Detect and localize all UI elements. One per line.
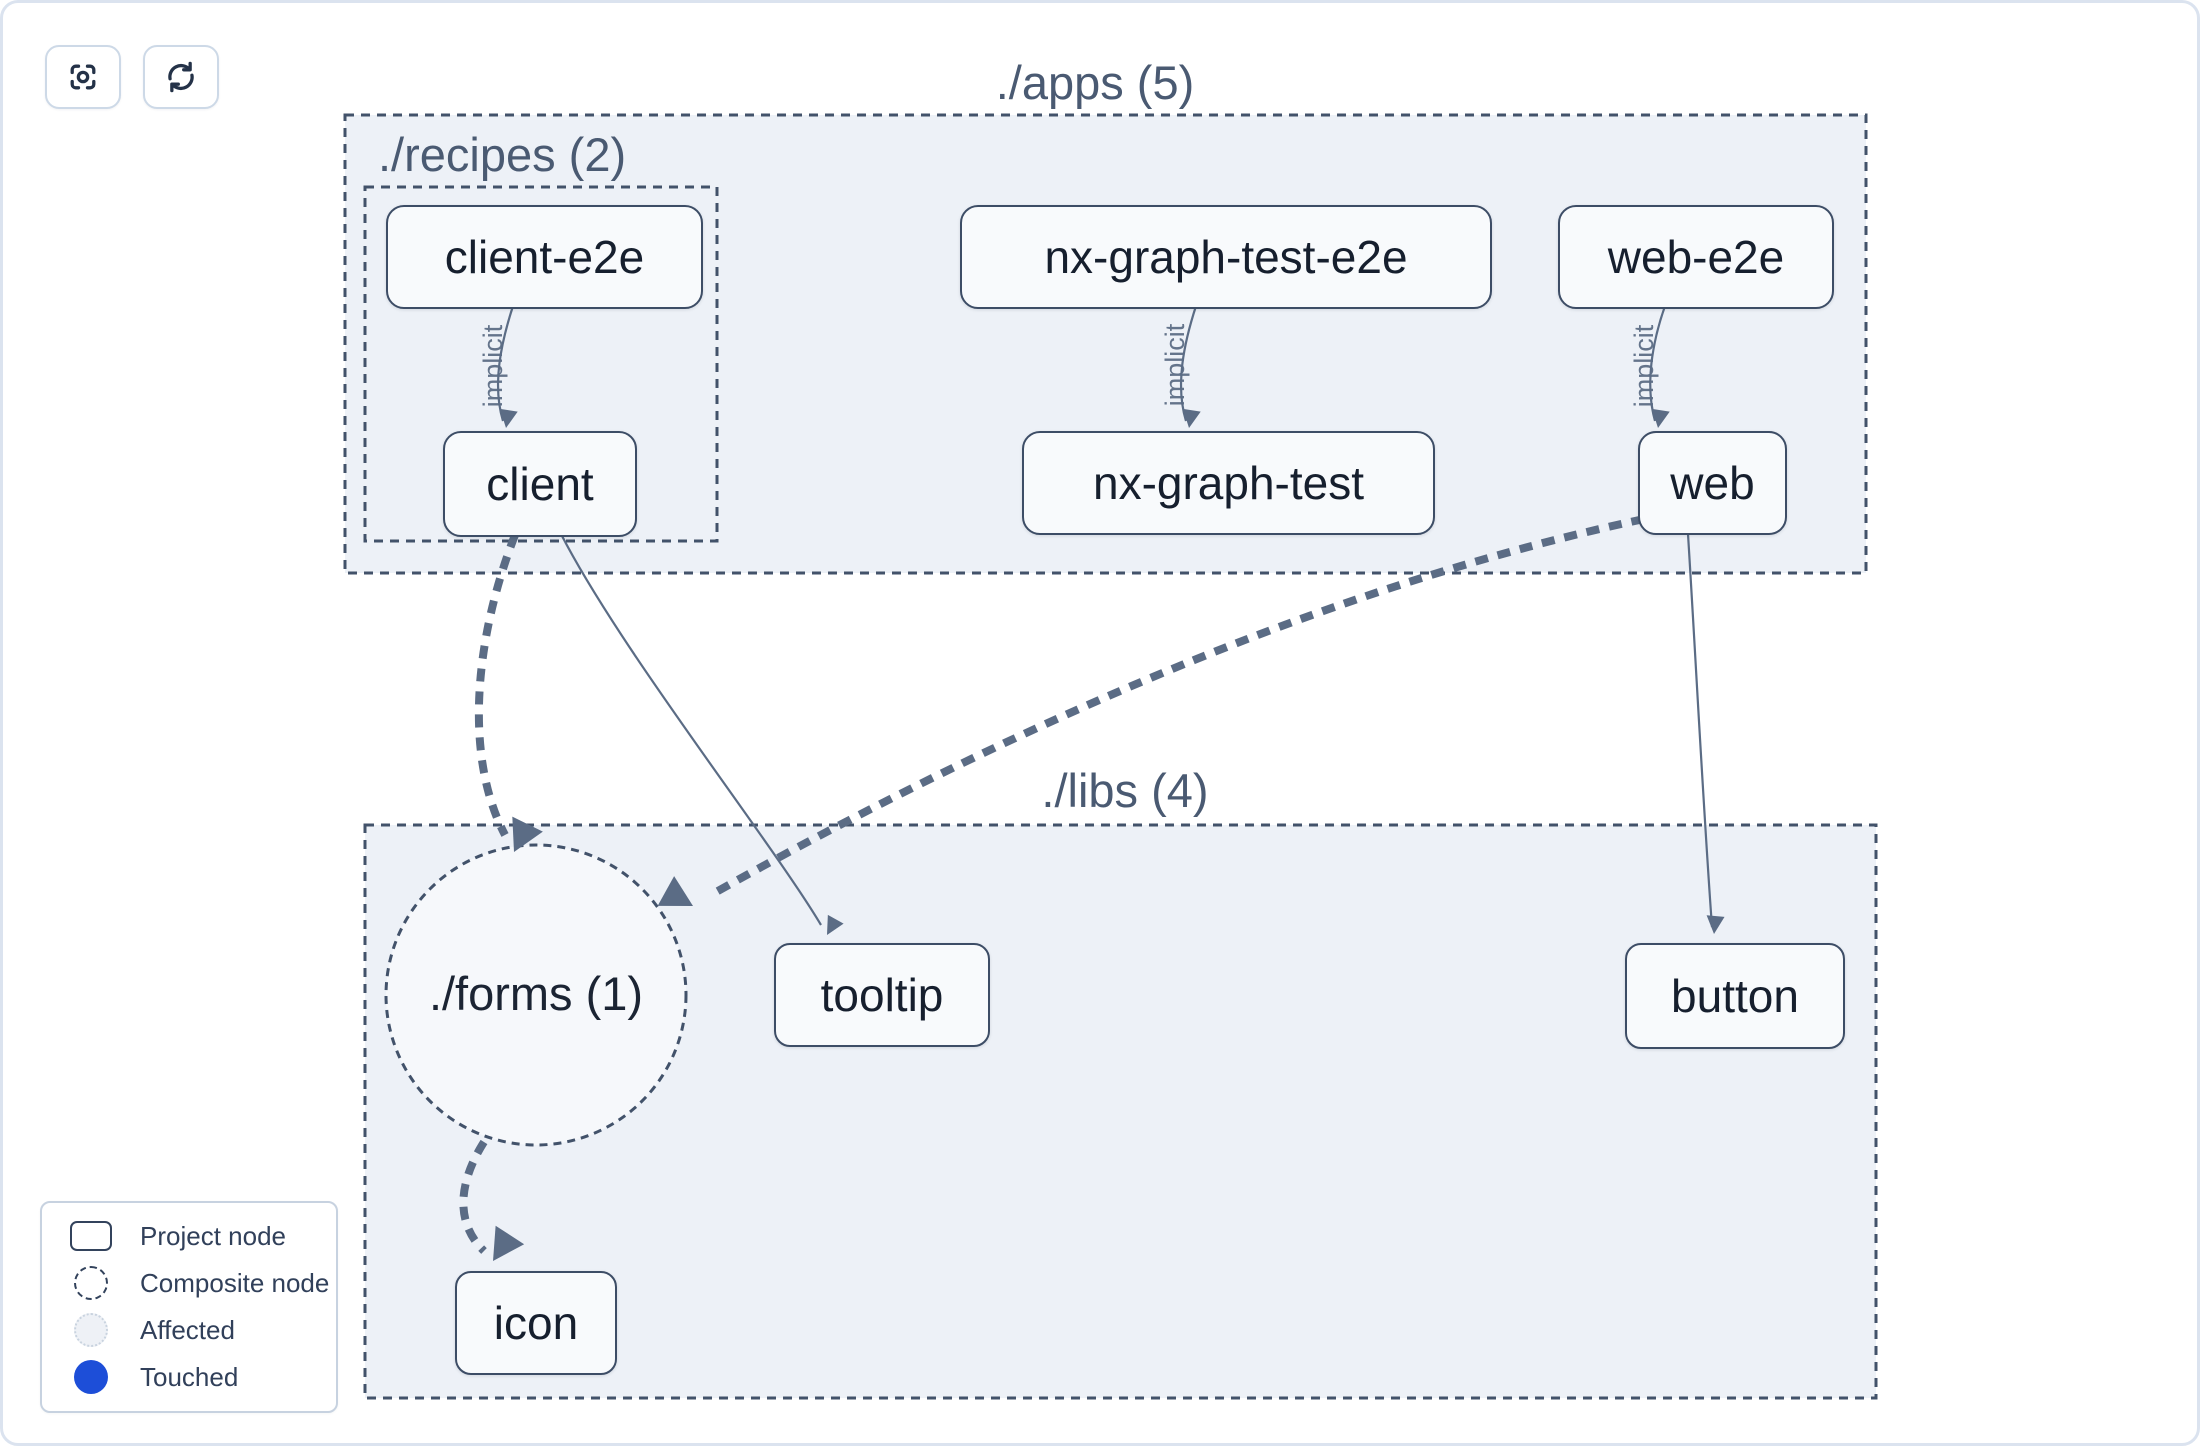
arrowhead-client — [499, 408, 518, 428]
edge-client-to-forms — [474, 533, 519, 837]
arrowhead-forms-from-client — [512, 816, 543, 852]
composite-node-forms[interactable] — [384, 843, 688, 1147]
node-tooltip[interactable]: tooltip — [774, 943, 990, 1047]
legend-item-composite-node: Composite node — [68, 1259, 336, 1306]
legend-label: Affected — [140, 1314, 235, 1345]
node-web-e2e[interactable]: web-e2e — [1558, 205, 1834, 309]
cluster-title-libs: ./libs (4) — [1041, 764, 1209, 817]
focus-graph-button[interactable] — [45, 45, 121, 109]
arrowhead-icon — [493, 1225, 525, 1261]
cluster-title-recipes: ./recipes (2) — [378, 128, 627, 181]
composite-node-swatch — [74, 1265, 108, 1300]
arrowhead-tooltip — [827, 914, 844, 935]
node-web[interactable]: web — [1638, 431, 1787, 535]
refresh-graph-button[interactable] — [143, 45, 219, 109]
legend-label: Composite node — [140, 1267, 330, 1298]
legend-label: Project node — [140, 1220, 286, 1251]
node-nx-graph-test[interactable]: nx-graph-test — [1022, 431, 1435, 535]
edge-web-to-forms — [707, 515, 1645, 900]
project-node-swatch — [70, 1220, 112, 1251]
edge-label-implicit-nx-graph-test: implicit — [1160, 323, 1190, 406]
edge-web-to-button — [1686, 533, 1714, 928]
touched-swatch — [74, 1359, 108, 1394]
node-client-e2e[interactable]: client-e2e — [386, 205, 703, 309]
node-client[interactable]: client — [443, 431, 637, 537]
node-icon[interactable]: icon — [455, 1271, 617, 1375]
arrowhead-nx-graph-test — [1182, 408, 1201, 428]
arrowhead-forms-from-web — [657, 876, 693, 906]
node-button[interactable]: button — [1625, 943, 1845, 1049]
legend-item-touched: Touched — [68, 1353, 336, 1400]
node-nx-graph-test-e2e[interactable]: nx-graph-test-e2e — [960, 205, 1492, 309]
cluster-title-apps: ./apps (5) — [995, 56, 1195, 109]
arrowhead-button — [1706, 915, 1725, 934]
legend-item-project-node: Project node — [68, 1212, 336, 1259]
scan-focus-icon — [70, 64, 96, 90]
refresh-icon — [168, 61, 194, 93]
legend-item-affected: Affected — [68, 1306, 336, 1353]
arrowhead-web — [1651, 408, 1670, 428]
legend: Project node Composite node Affected Tou… — [40, 1201, 338, 1413]
edge-client-to-tooltip — [560, 533, 822, 926]
affected-swatch — [74, 1312, 108, 1347]
legend-label: Touched — [140, 1361, 239, 1392]
graph-layer: implicit implicit implicit — [343, 113, 1878, 1400]
edge-label-implicit-web: implicit — [1629, 324, 1659, 407]
